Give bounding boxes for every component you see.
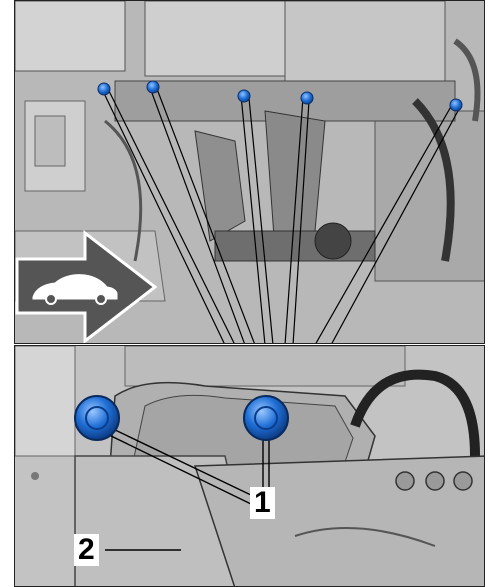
blue-rivet-cap-icon xyxy=(300,91,314,105)
callout-2: 2 xyxy=(74,534,99,566)
overview-panel xyxy=(14,0,485,344)
blue-rivet-cap-icon xyxy=(449,98,463,112)
leader-lines-detail xyxy=(105,427,270,551)
blue-rivet-cap-icon xyxy=(97,82,111,96)
overview-drawing xyxy=(15,1,484,343)
detail-drawing xyxy=(15,346,484,586)
leader-lines xyxy=(100,84,460,343)
blue-rivet-cap-icon xyxy=(146,80,160,94)
blue-rivet-cap-icon xyxy=(237,89,251,103)
blue-rivet-cap-icon xyxy=(74,395,120,441)
detail-panel xyxy=(14,345,485,587)
blue-rivet-cap-icon xyxy=(243,395,289,441)
callout-1: 1 xyxy=(250,487,275,519)
arrow-with-car-icon xyxy=(15,229,158,343)
fastener-markers xyxy=(97,80,463,112)
fastener-detail xyxy=(74,395,289,441)
